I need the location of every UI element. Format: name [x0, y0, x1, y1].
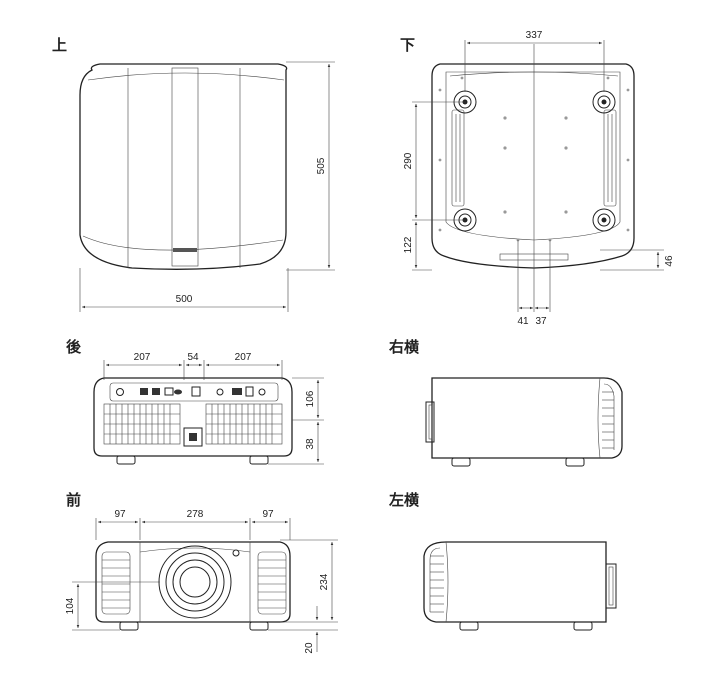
dim-bottom-front: 122: [403, 236, 414, 253]
dim-bottom-a: 41: [517, 316, 529, 327]
dim-front-left: 97: [114, 509, 126, 520]
dim-rear-foot: 38: [305, 438, 316, 450]
right-side-view: [425, 377, 623, 467]
dim-top-width: 500: [176, 294, 193, 305]
view-label-right: 右横: [389, 338, 420, 356]
top-view: [79, 63, 288, 270]
rear-view: [93, 377, 293, 465]
view-label-rear: 後: [65, 338, 82, 356]
dim-front-height: 234: [319, 573, 330, 590]
bottom-view: [431, 63, 635, 269]
view-label-front: 前: [66, 491, 81, 509]
front-view: [95, 541, 291, 631]
dim-front-foot: 20: [304, 642, 315, 654]
view-label-top: 上: [52, 36, 67, 54]
dim-rear-panel: 106: [305, 390, 316, 407]
dim-bottom-edge: 46: [664, 255, 675, 267]
view-label-bottom: 下: [400, 36, 415, 54]
dim-rear-right: 207: [235, 352, 252, 363]
dim-bottom-feet-x: 337: [526, 30, 543, 41]
dim-rear-left: 207: [134, 352, 151, 363]
dim-front-mid: 278: [187, 509, 204, 520]
dim-front-lens: 104: [65, 597, 76, 614]
dim-front-right: 97: [262, 509, 274, 520]
dim-top-depth: 505: [316, 157, 327, 174]
dim-bottom-feet-y: 290: [403, 152, 414, 169]
logo-badge: [173, 248, 197, 252]
dim-rear-mid: 54: [187, 352, 199, 363]
dim-bottom-b: 37: [535, 316, 547, 327]
left-side-view: [423, 541, 617, 631]
view-label-left: 左横: [388, 491, 420, 509]
